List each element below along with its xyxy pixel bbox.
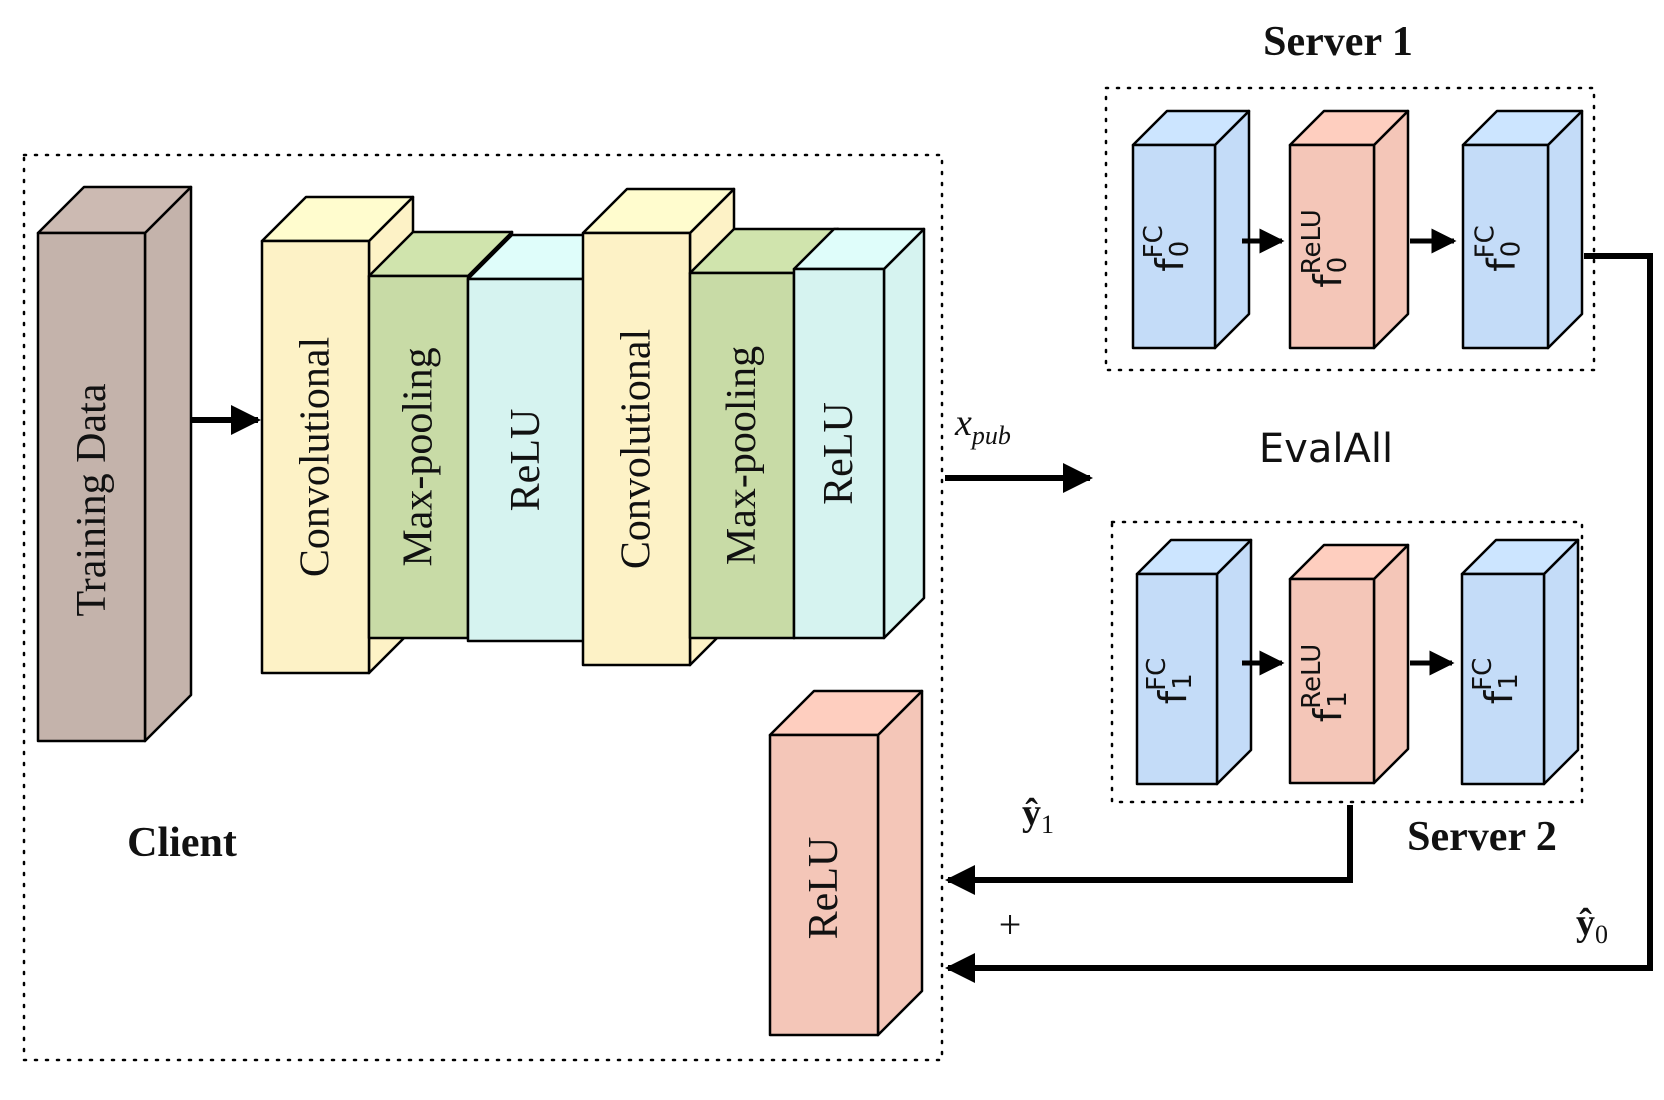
server1-layer-1-label: fReLU0 (1297, 209, 1353, 288)
maxpool2-label: Max-pooling (719, 346, 765, 565)
client-title: Client (127, 820, 237, 866)
training-data-label: Training Data (69, 383, 115, 616)
y0-label: ŷ0 (1576, 902, 1608, 949)
server2-layer-1-block (1288, 543, 1410, 785)
relu2-label: ReLU (816, 402, 862, 505)
conv2-label: Convolutional (614, 329, 660, 569)
maxpool1-label: Max-pooling (396, 347, 442, 566)
arrow-y0-to-client (945, 253, 1653, 983)
output-relu-block (768, 689, 924, 1037)
arrow-y1-to-client (945, 805, 1353, 895)
server2-layer-1-label: fReLU1 (1297, 644, 1353, 723)
plus-label: + (999, 902, 1022, 947)
conv1-label: Convolutional (293, 337, 339, 577)
server2-title: Server 2 (1407, 814, 1557, 860)
server1-layer-2-block (1461, 109, 1584, 350)
server2-layer-2-block (1460, 538, 1580, 786)
training-data-block (36, 185, 193, 743)
server1-title: Server 1 (1263, 19, 1413, 65)
server2-layer-0-block (1135, 538, 1253, 786)
server1-layer-0-block (1131, 109, 1251, 350)
server2-layer-0-label: fFC1 (1142, 658, 1198, 705)
server1-layer-0-label: fFC0 (1139, 225, 1195, 272)
server1-layer-2-label: fFC0 (1471, 225, 1527, 272)
evalall-label: EvalAll (1259, 426, 1393, 472)
output-relu-label: ReLU (801, 837, 847, 940)
relu1-label: ReLU (503, 409, 549, 512)
server1-layer-1-block (1288, 109, 1410, 350)
x-pub-label: xpub (954, 402, 1011, 450)
y1-label: ŷ1 (1022, 792, 1054, 839)
server1-region (1104, 86, 1596, 372)
relu2-block (792, 227, 926, 640)
server2-layer-2-label: fFC1 (1468, 658, 1524, 705)
